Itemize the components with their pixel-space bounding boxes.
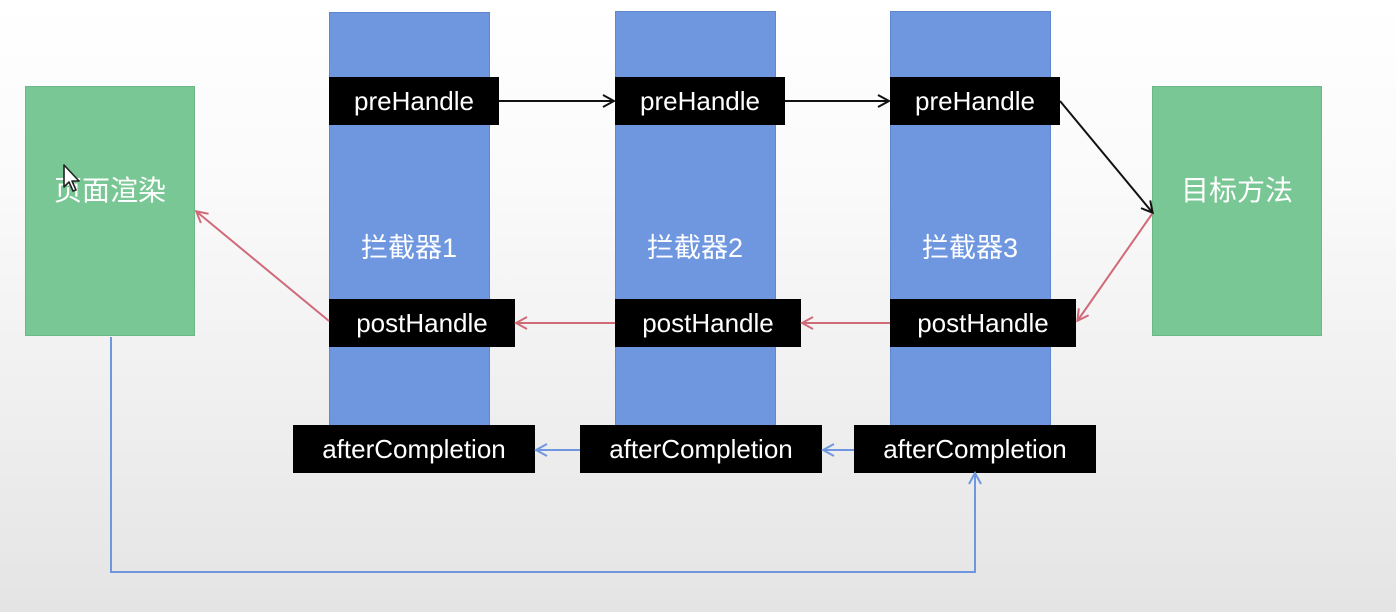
interceptor-2-label: 拦截器2	[646, 233, 744, 263]
interceptor-1-label: 拦截器1	[360, 233, 458, 263]
interceptor-1-posthandle: postHandle	[329, 299, 515, 347]
arrow-pre-3-to-target	[1059, 100, 1152, 212]
page-render-box: 页面渲染	[25, 86, 195, 336]
interceptor-1-prehandle: preHandle	[329, 77, 499, 125]
interceptor-1-aftercompletion: afterCompletion	[293, 425, 535, 473]
arrow-render-to-after-3	[110, 337, 975, 573]
mouse-pointer-icon	[63, 164, 80, 192]
arrow-target-to-post-3	[1078, 213, 1153, 320]
interceptor-2-posthandle: postHandle	[615, 299, 801, 347]
interceptor-3-posthandle: postHandle	[890, 299, 1076, 347]
interceptor-3-prehandle: preHandle	[890, 77, 1060, 125]
arrow-post-1-to-render	[197, 212, 330, 322]
interceptor-3-aftercompletion: afterCompletion	[854, 425, 1096, 473]
interceptor-2-prehandle: preHandle	[615, 77, 785, 125]
interceptor-3-label: 拦截器3	[921, 233, 1019, 263]
interceptor-2-aftercompletion: afterCompletion	[580, 425, 822, 473]
target-method-label: 目标方法	[1180, 175, 1293, 206]
target-method-box: 目标方法	[1152, 86, 1322, 336]
